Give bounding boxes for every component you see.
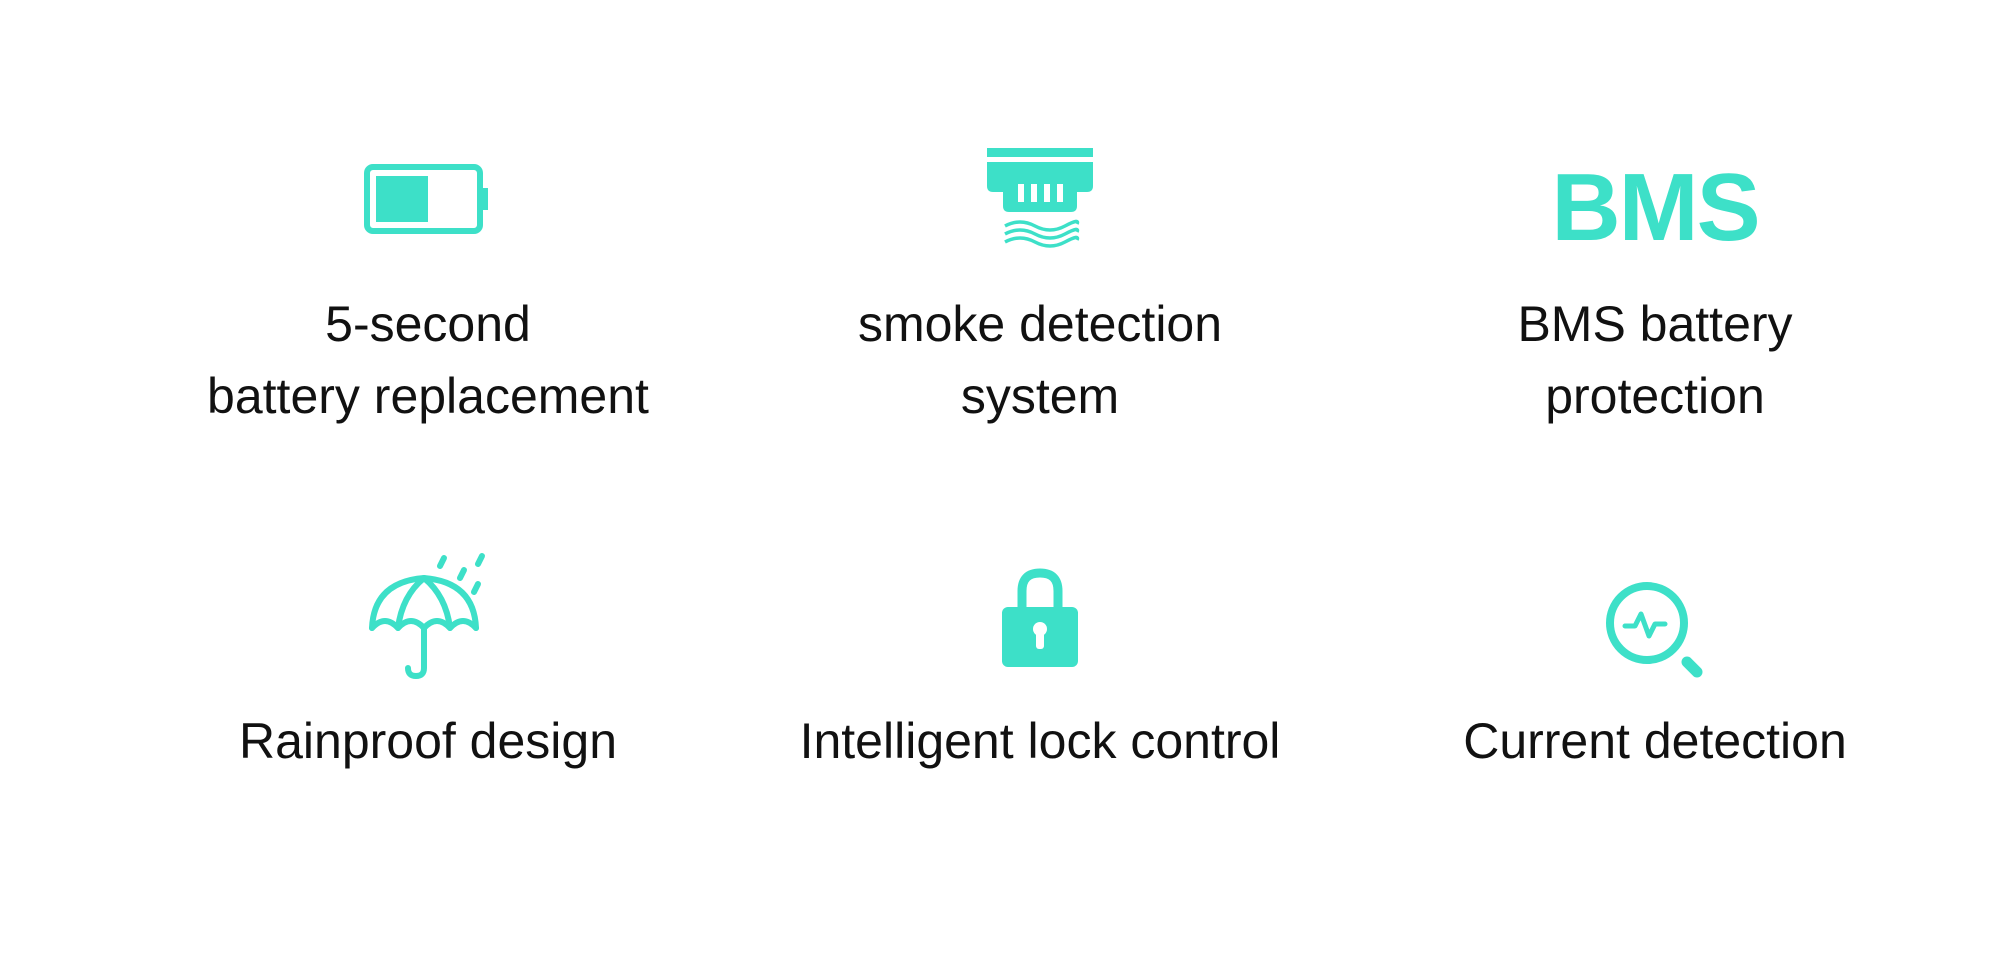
feature-label: BMS battery protection	[1345, 288, 1965, 432]
feature-label-line: Rainproof design	[238, 713, 618, 769]
battery-icon	[364, 164, 492, 236]
feature-label-line: BMS battery	[1517, 296, 1793, 352]
feature-label: Rainproof design	[118, 705, 738, 777]
feature-label-line: system	[960, 368, 1120, 424]
feature-label: smoke detection system	[730, 288, 1350, 432]
feature-label-line: smoke detection	[857, 296, 1223, 352]
feature-label-line: Current detection	[1463, 713, 1847, 769]
feature-label-line: Intelligent lock control	[799, 713, 1281, 769]
padlock-icon	[1000, 565, 1080, 669]
feature-smoke-detection: smoke detection system	[730, 140, 1350, 440]
feature-label: 5-second battery replacement	[118, 288, 738, 432]
feature-label-line: 5-second	[325, 296, 531, 352]
bms-text-icon: BMS	[1551, 154, 1760, 261]
feature-battery-replacement: 5-second battery replacement	[118, 140, 738, 440]
feature-bms-protection: BMS BMS battery protection	[1345, 140, 1965, 440]
feature-rainproof: Rainproof design	[118, 545, 738, 795]
feature-label: Intelligent lock control	[730, 705, 1350, 777]
umbrella-rain-icon	[366, 550, 490, 680]
feature-label: Current detection	[1345, 705, 1965, 777]
feature-label-line: battery replacement	[207, 368, 649, 424]
feature-current-detection: Current detection	[1345, 545, 1965, 795]
current-detection-magnifier-icon	[1603, 580, 1707, 680]
feature-intelligent-lock: Intelligent lock control	[730, 545, 1350, 795]
feature-label-line: protection	[1545, 368, 1765, 424]
smoke-detector-icon	[985, 148, 1095, 250]
